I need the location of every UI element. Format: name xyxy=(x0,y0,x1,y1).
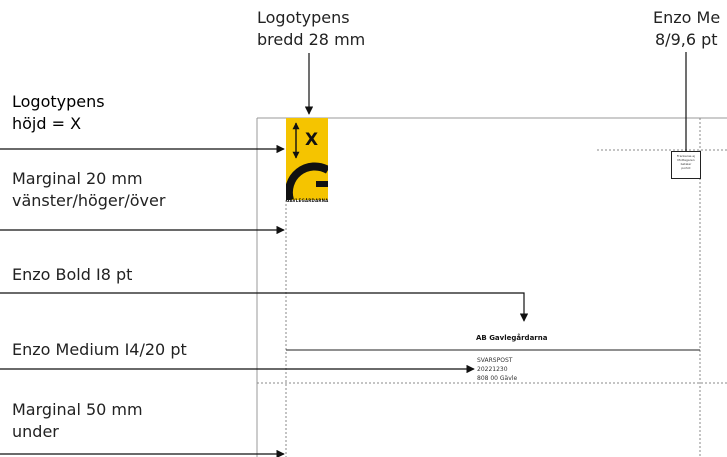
logo-block: X xyxy=(286,118,328,200)
top-right-label-1: Enzo Me xyxy=(653,8,721,27)
address-block: SVARSPOST 20221230 808 00 Gävle xyxy=(477,356,517,383)
top-right-label-2: 8/9,6 pt xyxy=(655,30,718,49)
address-line: SVARSPOST xyxy=(477,357,513,364)
logo-x-mark: X xyxy=(305,130,319,150)
address-line: 808 00 Gävle xyxy=(477,375,518,382)
bold-font-label: Enzo Bold I8 pt xyxy=(12,265,133,284)
margin-bottom-label-1: Marginal 50 mm xyxy=(12,400,143,419)
postage-line: Mottagaren xyxy=(677,158,695,162)
postage-box: Frankeras ej Mottagaren betalar portot xyxy=(671,151,701,179)
logo-wordmark: GAVLEGÅRDARNA xyxy=(286,198,329,203)
margin-bottom-label-2: under xyxy=(12,422,59,441)
logo-height-label-1: Logotypens xyxy=(12,92,105,111)
logo-width-label-2: bredd 28 mm xyxy=(257,30,366,49)
address-line: 20221230 xyxy=(477,366,508,373)
company-name: AB Gavlegårdarna xyxy=(476,334,548,342)
margin-sides-label-1: Marginal 20 mm xyxy=(12,169,143,188)
logo-height-label-2: höjd = X xyxy=(12,114,82,133)
postage-line: portot xyxy=(681,166,691,170)
logo-width-label-1: Logotypens xyxy=(257,8,350,27)
medium-font-label: Enzo Medium I4/20 pt xyxy=(12,340,187,359)
bold-font-arrow xyxy=(0,292,529,322)
logo-graphic xyxy=(286,122,328,200)
margin-sides-label-2: vänster/höger/över xyxy=(12,191,166,210)
postage-line: Frankeras ej xyxy=(676,154,696,158)
postage-line: betalar xyxy=(680,162,692,166)
